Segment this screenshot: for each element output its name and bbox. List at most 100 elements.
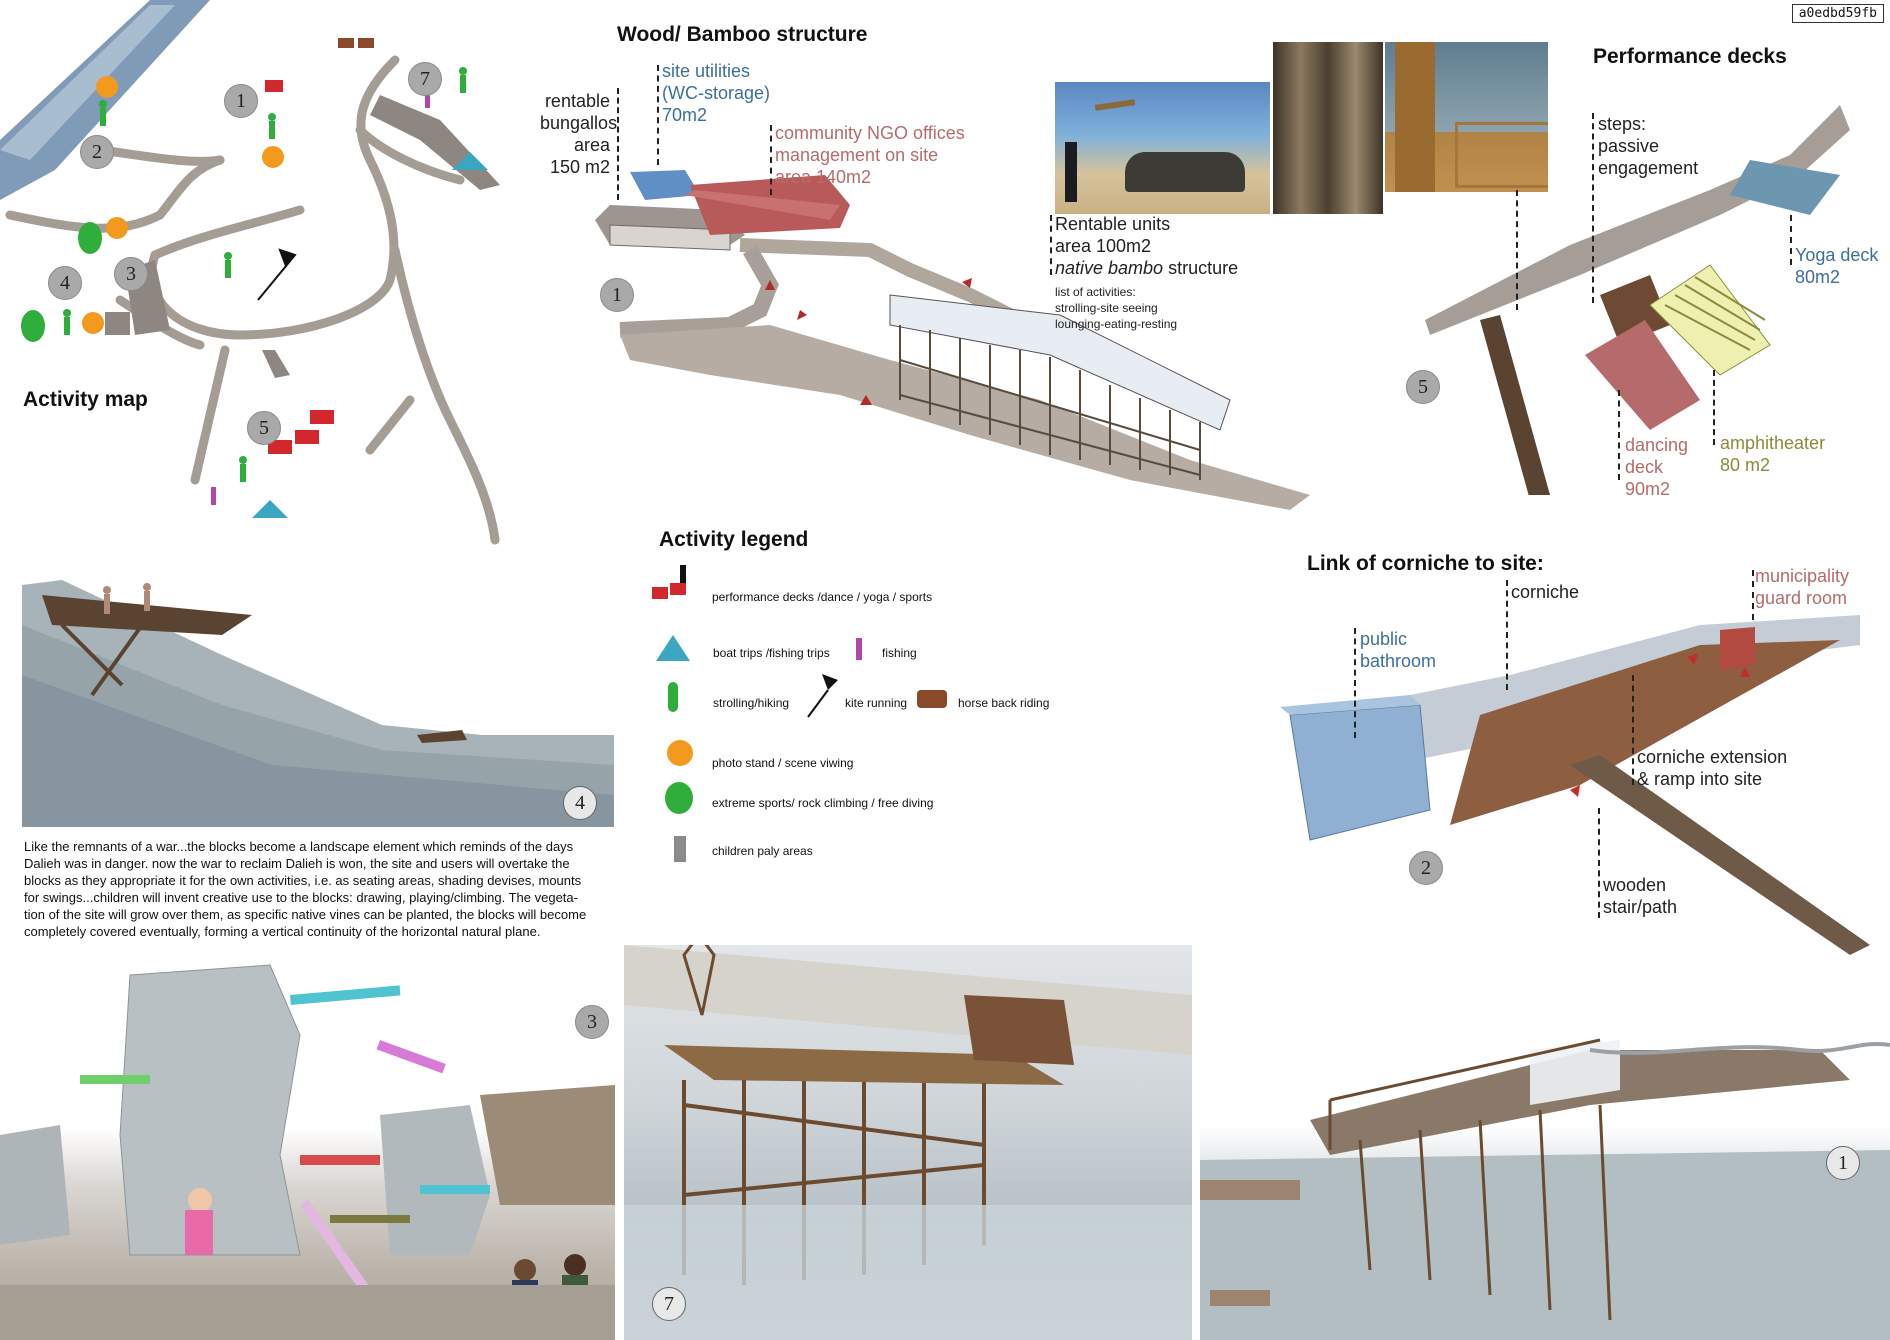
photo-icon bbox=[106, 217, 128, 239]
scaffold-structure bbox=[889, 294, 1231, 480]
boat-icon bbox=[452, 152, 488, 170]
map-performance-icons bbox=[265, 80, 334, 454]
activities-list: list of activities: strolling-site seein… bbox=[1055, 285, 1178, 331]
corniche-label: corniche bbox=[1511, 582, 1580, 602]
legend-strolling: strolling/hiking bbox=[713, 696, 790, 710]
amphitheater bbox=[1649, 264, 1771, 376]
bungalow-body bbox=[609, 224, 731, 251]
fishing-icon bbox=[211, 487, 216, 505]
activity-legend-title: Activity legend bbox=[659, 528, 809, 551]
walker-icon bbox=[268, 113, 276, 121]
performance-decks-drawing bbox=[1425, 105, 1850, 495]
render-3-badge: 3 bbox=[575, 1005, 609, 1039]
fishing-icon bbox=[856, 638, 862, 660]
walker-icon bbox=[99, 100, 107, 108]
wood-structure-title: Wood/ Bamboo structure bbox=[617, 23, 868, 46]
corniche-arrows bbox=[1570, 653, 1750, 797]
yoga-deck bbox=[1730, 160, 1840, 215]
boat-icon bbox=[252, 500, 288, 518]
map-horse-icons bbox=[338, 38, 374, 48]
wood-structure-badge: 1 bbox=[600, 278, 634, 312]
corniche-drawing bbox=[1280, 615, 1870, 955]
wooden-stair bbox=[1570, 755, 1870, 955]
map-badge-3: 3 bbox=[114, 257, 148, 291]
photo-icon bbox=[82, 312, 104, 334]
sea-highlight bbox=[0, 5, 175, 160]
deck-icon bbox=[268, 440, 292, 454]
render-children-blocks bbox=[0, 955, 615, 1340]
walker-icon bbox=[239, 456, 247, 464]
legend-kite: kite running bbox=[845, 696, 908, 710]
public-bathroom-label: public bathroom bbox=[1360, 629, 1437, 671]
photo-icon bbox=[667, 740, 693, 766]
horse-icon bbox=[917, 690, 947, 708]
walker-icon bbox=[668, 682, 678, 712]
guard-room bbox=[1720, 627, 1755, 670]
climber-icon bbox=[21, 310, 45, 342]
legend-boat: boat trips /fishing trips bbox=[713, 646, 830, 660]
description-paragraph: Like the remnants of a war...the blocks … bbox=[24, 839, 587, 939]
kite-icon bbox=[807, 674, 838, 718]
deck-icon bbox=[295, 430, 319, 444]
wooden-stairs bbox=[1480, 315, 1550, 495]
legend-horse: horse back riding bbox=[958, 696, 1050, 710]
rentable-bungallos-label: rentable bungallos area 150 m2 bbox=[540, 91, 618, 177]
corniche-curve bbox=[1425, 105, 1850, 335]
map-badge-4: 4 bbox=[48, 266, 82, 300]
block-icon bbox=[674, 836, 686, 862]
map-paths bbox=[5, 55, 500, 545]
steps-block bbox=[1600, 275, 1670, 345]
render-pier-structure bbox=[624, 945, 1192, 1340]
climber-icon bbox=[665, 782, 693, 814]
utilities-block bbox=[630, 170, 700, 200]
wooden-stair-label: wooden stair/path bbox=[1603, 875, 1678, 917]
legend-children: children paly areas bbox=[712, 844, 813, 858]
performance-decks-badge: 5 bbox=[1406, 370, 1440, 404]
steps-label: steps: passive engagement bbox=[1598, 114, 1699, 178]
photo-beach-gathering bbox=[1055, 82, 1270, 214]
deck-icon bbox=[310, 410, 334, 424]
sea-strip bbox=[0, 0, 210, 200]
photo-icon bbox=[262, 146, 284, 168]
section-4-badge: 4 bbox=[563, 786, 597, 820]
map-badge-7: 7 bbox=[408, 62, 442, 96]
map-structures bbox=[105, 95, 500, 378]
legend-extreme: extreme sports/ rock climbing / free div… bbox=[712, 796, 934, 810]
corniche-extension-label: corniche extension & ramp into site bbox=[1637, 747, 1788, 789]
walker-icon bbox=[63, 309, 71, 317]
public-bathroom bbox=[1289, 704, 1431, 841]
terrace-render bbox=[22, 565, 614, 827]
amphitheater-label: amphitheater 80 m2 bbox=[1720, 433, 1826, 475]
walker-icon bbox=[459, 67, 467, 75]
map-badge-1: 1 bbox=[224, 84, 258, 118]
legend-fishing: fishing bbox=[882, 646, 917, 660]
horse-icon bbox=[338, 38, 354, 48]
fishing-icon bbox=[425, 90, 430, 108]
dancing-deck-label: dancing deck 90m2 bbox=[1625, 435, 1689, 499]
yoga-deck-label: Yoga deck 80m2 bbox=[1795, 245, 1879, 287]
photo-icon bbox=[96, 76, 118, 98]
map-boat-icons bbox=[252, 152, 488, 518]
lower-path bbox=[620, 325, 1310, 510]
activity-map-title: Activity map bbox=[23, 388, 148, 411]
render-7-badge: 7 bbox=[652, 1287, 686, 1321]
corniche-badge: 2 bbox=[1409, 851, 1443, 885]
legend-photo: photo stand / scene viwing bbox=[712, 756, 854, 770]
wood-structure-drawing bbox=[595, 170, 1310, 510]
render-bamboo-deck bbox=[1200, 1010, 1890, 1340]
ngo-offices-label: community NGO offices management on site… bbox=[775, 123, 965, 187]
map-kite-icon bbox=[257, 248, 297, 301]
walker-icon bbox=[224, 252, 232, 260]
site-utilities-label: site utilities (WC-storage) 70m2 bbox=[662, 61, 771, 125]
corniche-extension bbox=[1450, 640, 1840, 825]
boat-icon bbox=[656, 635, 690, 661]
legend-performance: performance decks /dance / yoga / sports bbox=[712, 590, 933, 604]
corniche-title: Link of corniche to site: bbox=[1307, 552, 1544, 575]
rentable-units-label: Rentable units area 100m2 native bambo s… bbox=[1055, 214, 1239, 278]
render-1-badge: 1 bbox=[1826, 1146, 1860, 1180]
ramp-path bbox=[739, 238, 1014, 322]
municipality-label: municipality guard room bbox=[1755, 566, 1850, 608]
map-badge-2: 2 bbox=[80, 135, 114, 169]
horse-icon bbox=[358, 38, 374, 48]
deck-icon bbox=[265, 80, 283, 92]
